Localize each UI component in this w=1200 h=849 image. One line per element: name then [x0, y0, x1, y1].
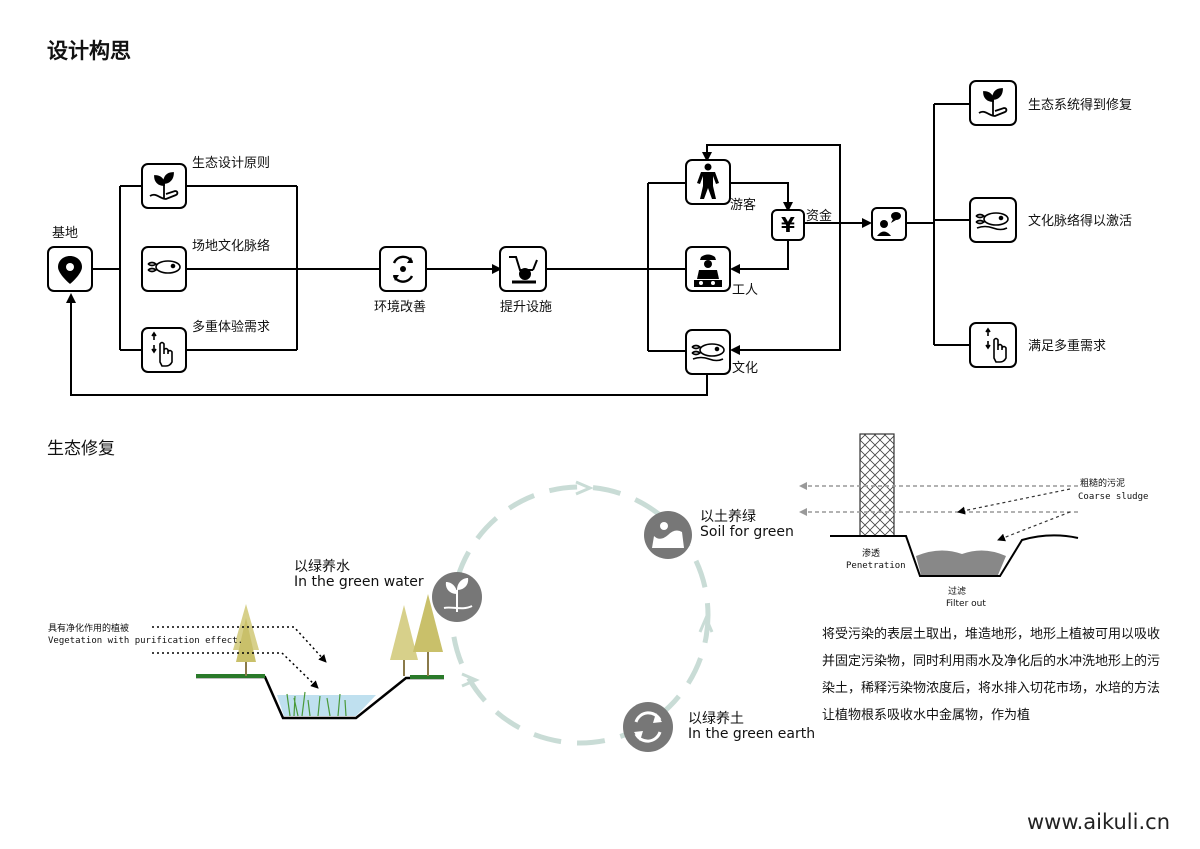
label-env: 环境改善 [374, 300, 427, 315]
tree [413, 594, 443, 676]
label-culture: 文化 [732, 361, 759, 376]
fish-icon-2 [691, 343, 725, 362]
cycle-arrows [461, 480, 714, 688]
flow-connectors [66, 103, 970, 396]
soil-icon [644, 511, 692, 559]
yen-icon: ¥ [781, 213, 795, 237]
label-water-en: In the green water [294, 574, 424, 590]
exercise-bike-icon [509, 256, 538, 284]
label-principle-1: 生态设计原则 [192, 156, 271, 171]
recycle-circle-icon [623, 702, 673, 752]
section-title-eco: 生态修复 [47, 439, 115, 459]
location-pin-icon [58, 256, 82, 284]
watermark: www.aikuli.cn [1027, 810, 1171, 834]
label-principle-3: 多重体验需求 [192, 320, 271, 335]
fish-icon [147, 260, 181, 274]
fish-icon-3 [975, 212, 1009, 231]
sprout-circle-icon [432, 572, 482, 622]
label-earth-cn: 以绿养土 [688, 711, 744, 727]
touch-icon-2 [985, 327, 1007, 363]
label-earth-en: In the green earth [688, 726, 816, 742]
label-facility: 提升设施 [500, 300, 553, 315]
label-filter-cn: 过滤 [948, 587, 967, 597]
touch-icon [151, 331, 173, 367]
sprout-hand-icon [149, 172, 179, 200]
worker-icon [694, 254, 722, 287]
visitor-icon [697, 163, 719, 199]
label-soil-en: Soil for green [700, 524, 794, 540]
person-chat-icon [877, 212, 901, 236]
tree [390, 605, 418, 676]
page-title: 设计构思 [47, 39, 131, 63]
label-water-cn: 以绿养水 [294, 559, 350, 575]
refresh-icon [392, 255, 414, 283]
label-outcome-1: 生态系统得到修复 [1028, 98, 1133, 113]
label-pen-cn: 渗透 [862, 549, 881, 559]
label-soil-cn: 以土养绿 [700, 509, 756, 525]
label-worker: 工人 [732, 283, 759, 298]
label-site: 基地 [52, 226, 79, 241]
label-sludge-cn: 粗糙的污泥 [1080, 479, 1126, 489]
label-outcome-3: 满足多重需求 [1028, 339, 1107, 354]
label-principle-2: 场地文化脉络 [192, 239, 271, 254]
label-veg-en: Vegetation with purification effect. [48, 636, 244, 646]
label-filter-en: Filter out [946, 599, 986, 609]
label-outcome-2: 文化脉络得以激活 [1028, 214, 1133, 229]
label-visitor: 游客 [730, 198, 757, 213]
label-veg-cn: 具有净化作用的植被 [48, 624, 130, 634]
label-pen-en: Penetration [846, 561, 906, 571]
filter-section [799, 433, 1079, 577]
label-fund: 资金 [806, 209, 833, 224]
sprout-hand-icon-2 [978, 88, 1008, 117]
description-text: 将受污染的表层土取出，堆造地形，地形上植被可用以吸收并固定污染物，同时利用雨水及… [822, 627, 1161, 723]
tree [233, 604, 259, 676]
pond-section [152, 594, 444, 720]
label-sludge-en: Coarse sludge [1078, 492, 1149, 502]
icon-boxes [47, 80, 1017, 375]
